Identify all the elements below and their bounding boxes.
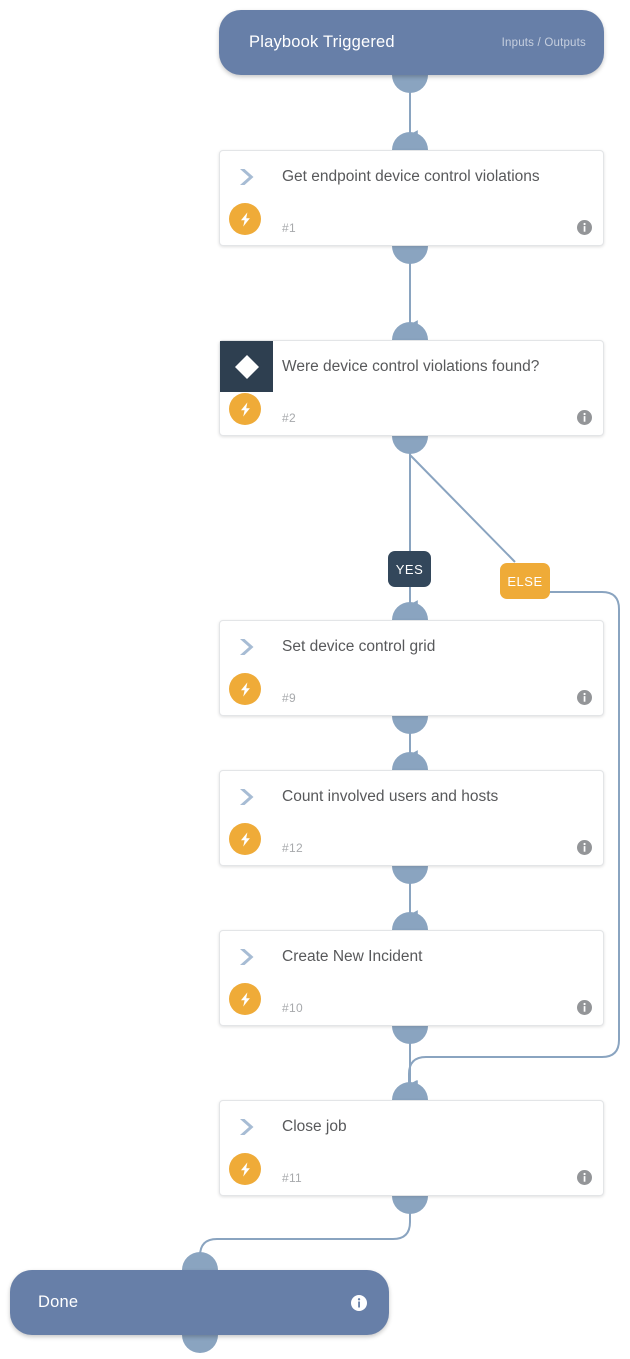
branch-badge-else[interactable]: ELSE (500, 563, 550, 599)
chevron-right-icon (220, 931, 273, 982)
action-node-id: #11 (282, 1171, 303, 1185)
chevron-right-icon (220, 1101, 273, 1152)
chevron-right-icon (220, 151, 273, 202)
playbook-trigger-node[interactable]: Playbook Triggered Inputs / Outputs (219, 10, 604, 75)
action-node-title: Create New Incident (282, 948, 423, 965)
lightning-bolt-icon (229, 1153, 261, 1185)
card-body: Get endpoint device control violations #… (220, 151, 603, 245)
info-icon[interactable] (577, 220, 592, 235)
action-node-title: Set device control grid (282, 638, 436, 655)
lightning-bolt-icon (229, 673, 261, 705)
action-node-id: #1 (282, 221, 296, 235)
chevron-right-icon (220, 621, 273, 672)
lightning-bolt-icon (229, 393, 261, 425)
card-body: Close job #11 (220, 1101, 603, 1195)
action-node-11[interactable]: Close job #11 (219, 1100, 604, 1196)
card-body: Set device control grid #9 (220, 621, 603, 715)
card-body: Create New Incident #10 (220, 931, 603, 1025)
action-node-id: #12 (282, 841, 303, 855)
info-icon[interactable] (577, 840, 592, 855)
decision-node-title: Were device control violations found? (282, 358, 540, 375)
decision-node-id: #2 (282, 411, 296, 425)
action-node-id: #10 (282, 1001, 303, 1015)
inputs-outputs-label[interactable]: Inputs / Outputs (501, 36, 586, 49)
action-node-9[interactable]: Set device control grid #9 (219, 620, 604, 716)
card-body: Count involved users and hosts #12 (220, 771, 603, 865)
action-node-title: Get endpoint device control violations (282, 168, 540, 185)
branch-badge-yes[interactable]: YES (388, 551, 431, 587)
action-node-title: Count involved users and hosts (282, 788, 499, 805)
card-body: Were device control violations found? #2 (220, 341, 603, 435)
decision-node-2[interactable]: Were device control violations found? #2 (219, 340, 604, 436)
action-node-title: Close job (282, 1118, 347, 1135)
info-icon[interactable] (577, 1170, 592, 1185)
action-node-id: #9 (282, 691, 296, 705)
done-title: Done (38, 1293, 79, 1311)
chevron-right-icon (220, 771, 273, 822)
info-icon[interactable] (577, 410, 592, 425)
lightning-bolt-icon (229, 823, 261, 855)
info-icon[interactable] (577, 1000, 592, 1015)
playbook-trigger-title: Playbook Triggered (249, 33, 395, 51)
info-icon[interactable] (351, 1294, 367, 1311)
action-node-10[interactable]: Create New Incident #10 (219, 930, 604, 1026)
info-icon[interactable] (577, 690, 592, 705)
lightning-bolt-icon (229, 203, 261, 235)
action-node-1[interactable]: Get endpoint device control violations #… (219, 150, 604, 246)
done-node[interactable]: Done (10, 1270, 389, 1335)
diamond-icon (220, 341, 273, 392)
action-node-12[interactable]: Count involved users and hosts #12 (219, 770, 604, 866)
lightning-bolt-icon (229, 983, 261, 1015)
